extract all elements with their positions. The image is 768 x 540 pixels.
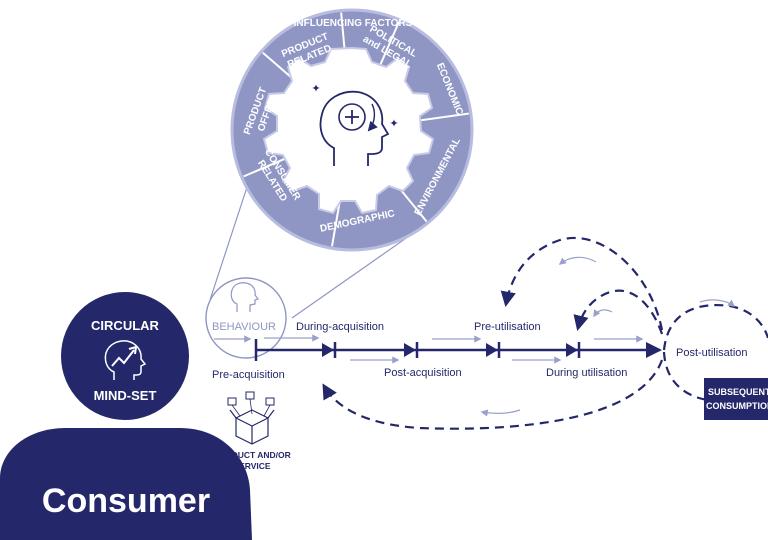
factors-title: INFLUENCING FACTORS — [294, 18, 413, 29]
stage-pre-utilisation: Pre-utilisation — [474, 321, 541, 333]
subsequent-line1: SUBSEQUENT — [708, 387, 768, 397]
product-box-icon — [227, 391, 275, 445]
stage-during-acquisition: During-acquisition — [296, 321, 384, 333]
trend-arrow-icon — [111, 349, 135, 367]
stage-during-utilisation: During utilisation — [546, 367, 627, 379]
sparkle-icon: ✦ — [389, 118, 398, 130]
sparkle-icon: ✦ — [311, 83, 320, 95]
mindset-head — [61, 292, 189, 420]
stage-post-utilisation: Post-utilisation — [676, 347, 748, 359]
stage-post-acquisition: Post-acquisition — [384, 367, 462, 379]
consumer-body — [0, 428, 252, 540]
timeline — [254, 334, 662, 364]
stage-pre-acquisition: Pre-acquisition — [212, 369, 285, 381]
head-icon — [319, 90, 390, 166]
consumer-figure: CIRCULAR MIND-SET Consumer — [0, 292, 252, 540]
gear-shape — [262, 46, 435, 215]
subsequent-consumption-box: SUBSEQUENT CONSUMPTION — [704, 378, 768, 420]
subsequent-line2: CONSUMPTION — [706, 401, 768, 411]
mindset-line2: MIND-SET — [94, 388, 157, 403]
feedback-loops — [322, 237, 768, 430]
plus-circle-icon — [338, 103, 366, 131]
small-head-icon — [230, 282, 259, 312]
mindset-line1: CIRCULAR — [91, 318, 159, 333]
consumer-label: Consumer — [42, 482, 210, 520]
mindset-head-icon — [104, 340, 147, 380]
product-label-line2: SERVICE — [233, 461, 270, 471]
behaviour-bubble: BEHAVIOUR — [205, 277, 287, 359]
zoom-line-left — [209, 177, 251, 301]
behaviour-label: BEHAVIOUR — [212, 321, 276, 333]
product-label-line1: PRODUCT AND/OR — [213, 450, 291, 460]
influencing-factors-wheel: ✦ ✦ INFLUENCING FACTORS PRODUCT RELATED … — [230, 8, 474, 252]
